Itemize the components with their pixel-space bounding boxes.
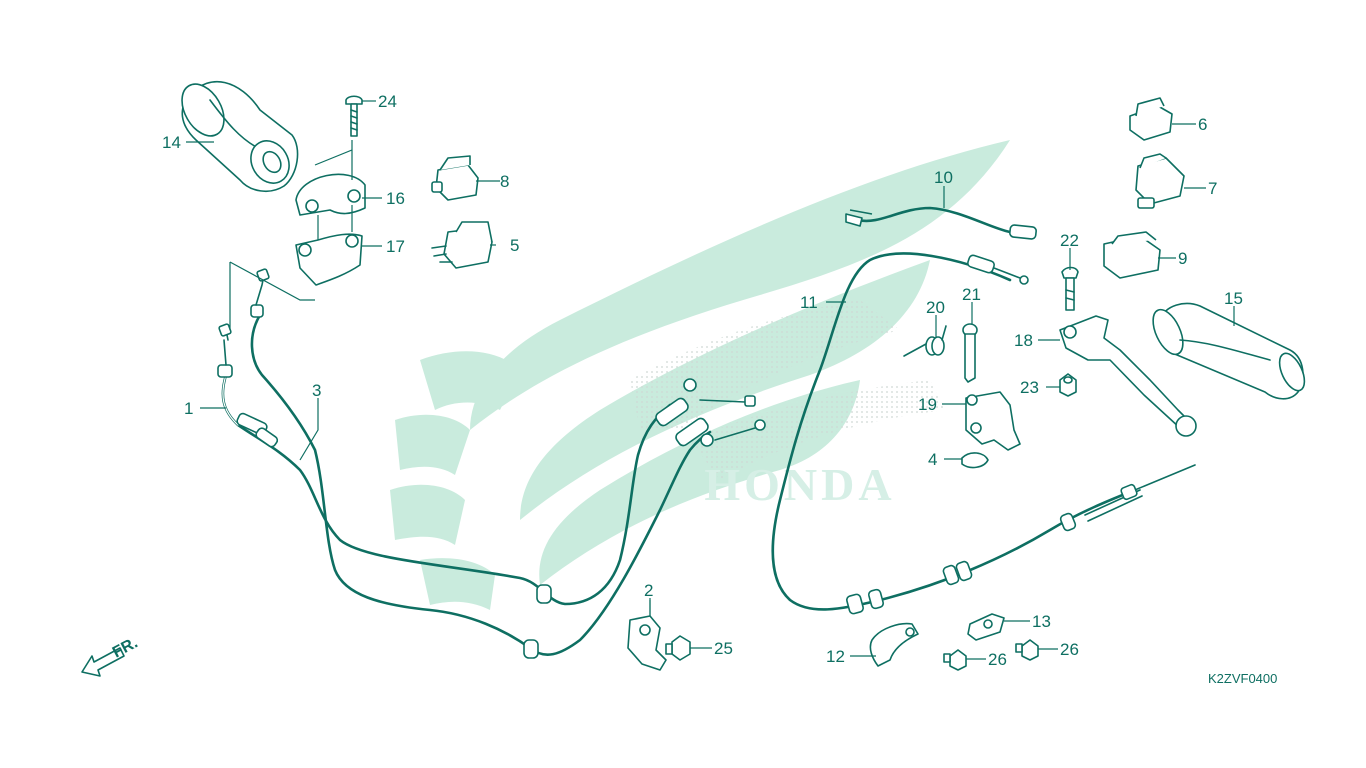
callout-20: 20 <box>926 298 945 317</box>
cable-end-fitting <box>967 254 995 274</box>
cable-nipple <box>754 419 766 431</box>
callout-5: 5 <box>510 236 519 255</box>
wing-logo-watermark: HONDA <box>390 140 1010 610</box>
cable-sleeve <box>867 588 885 610</box>
cable-sleeve <box>1059 512 1077 532</box>
part-25-bolt <box>665 635 691 661</box>
honda-watermark-text: HONDA <box>704 459 895 510</box>
callout-26-second: 26 <box>1060 640 1079 659</box>
cable-sleeve <box>942 564 960 586</box>
cable-assembly-left <box>217 261 766 659</box>
callout-26: 26 <box>988 650 1007 669</box>
cable-adjuster <box>255 427 279 448</box>
diagram-code: K2ZVF0400 <box>1208 671 1277 686</box>
part-12-clip <box>869 622 919 667</box>
callout-10: 10 <box>934 168 953 187</box>
part-4-clip <box>961 452 989 469</box>
callout-25: 25 <box>714 639 733 658</box>
part-13-bracket <box>967 613 1005 641</box>
callout-21: 21 <box>962 285 981 304</box>
part-14-left-grip <box>181 80 299 193</box>
part-17-lower-holder <box>295 205 363 286</box>
front-direction-arrow: FR. <box>81 634 141 677</box>
cable-end-fitting <box>250 304 264 318</box>
cable-sleeve <box>523 639 539 659</box>
cable-nut <box>683 378 697 392</box>
callout-17: 17 <box>386 237 405 256</box>
part-19-lever-bracket <box>965 391 1021 451</box>
cable-nut <box>700 433 714 447</box>
cable-sleeve <box>846 593 864 615</box>
part-20-spring <box>903 325 947 357</box>
callout-9: 9 <box>1178 249 1187 268</box>
part-15-right-grip <box>1152 302 1306 400</box>
callout-6: 6 <box>1198 115 1207 134</box>
callout-12: 12 <box>826 647 845 666</box>
callout-23: 23 <box>1020 378 1039 397</box>
cable-sleeve <box>536 584 552 604</box>
callout-leaders <box>186 100 1235 660</box>
connector <box>1009 224 1037 240</box>
callout-13: 13 <box>1032 612 1051 631</box>
cable-adjuster-nut <box>1120 483 1138 501</box>
callout-8: 8 <box>500 172 509 191</box>
cable-nipple <box>1019 275 1029 285</box>
part-16-upper-holder <box>295 140 366 216</box>
callout-15: 15 <box>1224 289 1243 308</box>
part-23-nut <box>1059 373 1077 397</box>
callout-19: 19 <box>918 395 937 414</box>
cable-nipple <box>744 395 756 407</box>
part-18-brake-lever <box>1059 315 1197 437</box>
callout-4: 4 <box>928 450 937 469</box>
rear-brake-cable <box>771 252 1196 615</box>
cable-end-fitting <box>217 364 233 378</box>
part-6-switch <box>1129 97 1173 141</box>
part-5-switch <box>431 221 493 269</box>
part-24-screw <box>345 95 363 137</box>
callout-11: 11 <box>800 293 818 312</box>
callout-3: 3 <box>312 381 321 400</box>
callout-24: 24 <box>378 92 397 111</box>
part-22-bolt <box>1061 266 1079 311</box>
callout-14: 14 <box>162 133 181 152</box>
cable-sleeve <box>955 560 973 582</box>
cable-end-fitting <box>655 397 689 427</box>
part-10-switch-wire <box>845 206 1037 240</box>
cable-end-fitting <box>675 417 709 447</box>
part-26-bolt <box>1015 639 1039 661</box>
part-8-switch <box>431 155 479 201</box>
callout-22: 22 <box>1060 231 1079 250</box>
part-21-pivot-bolt <box>962 323 978 383</box>
callout-labels: 1 2 3 4 5 6 7 8 9 10 11 12 13 14 15 16 1… <box>162 92 1243 669</box>
callout-1: 1 <box>184 399 193 418</box>
callout-7: 7 <box>1208 179 1217 198</box>
part-2-clamp <box>627 600 667 671</box>
callout-18: 18 <box>1014 331 1033 350</box>
part-7-switch <box>1135 153 1185 209</box>
callout-16: 16 <box>386 189 405 208</box>
callout-2: 2 <box>644 581 653 600</box>
part-26-bolt <box>943 649 967 671</box>
part-9-switch <box>1103 231 1161 279</box>
